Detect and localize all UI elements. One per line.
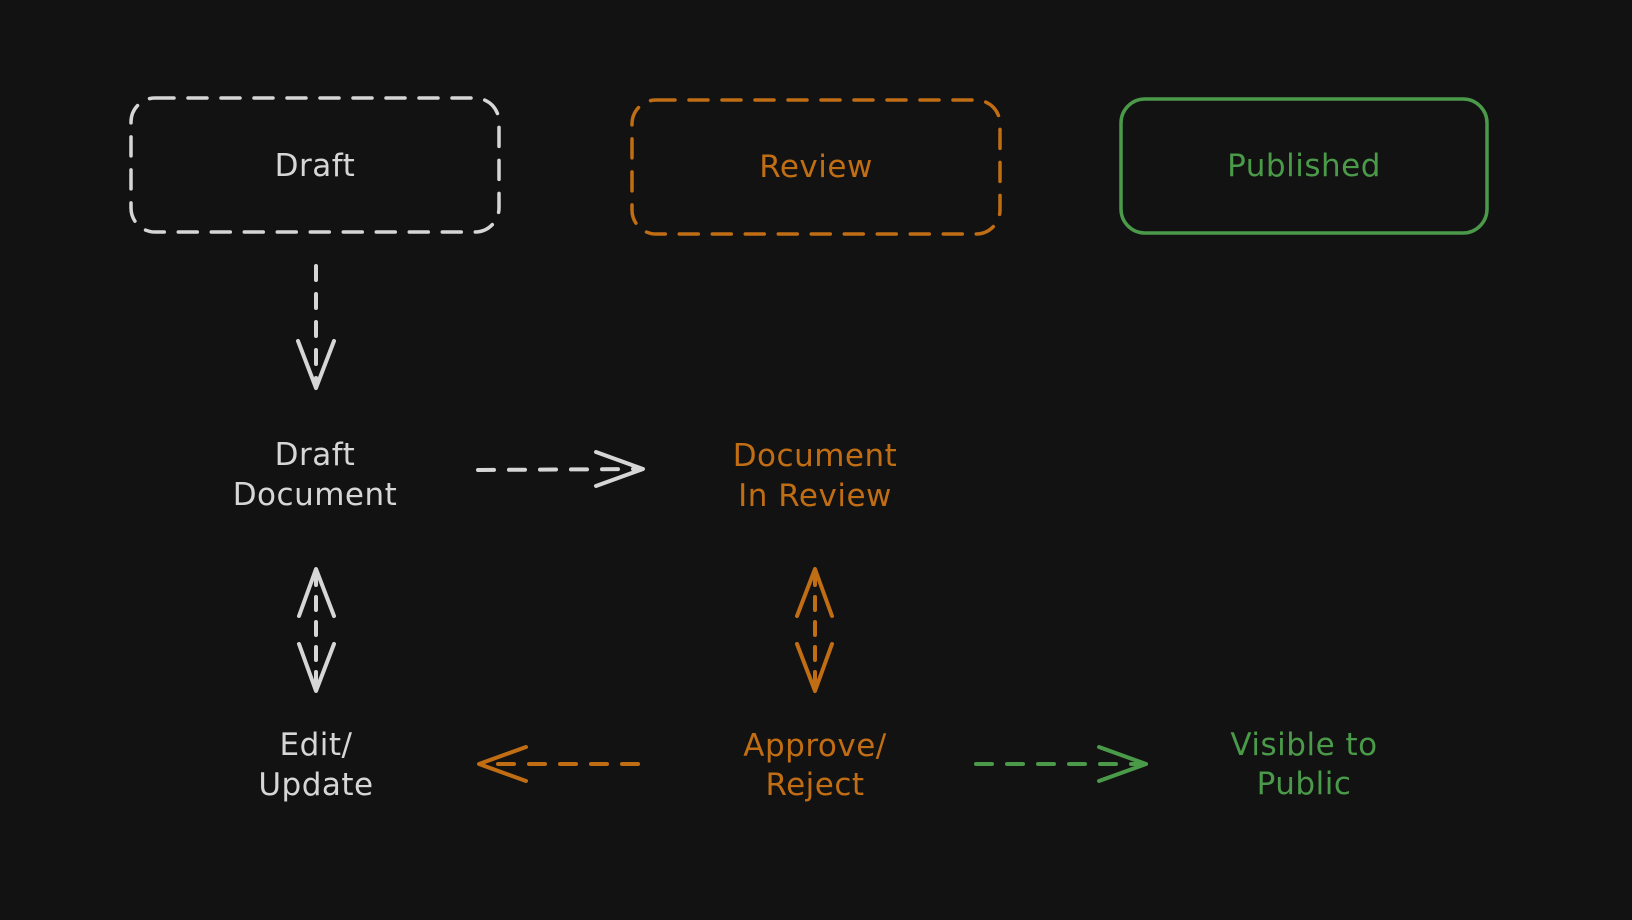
node-edit-update-line2: Update xyxy=(258,767,373,803)
node-approve-reject-line1: Approve/ xyxy=(743,728,887,764)
node-document-in-review-line2: In Review xyxy=(738,478,892,514)
stage-review-label: Review xyxy=(759,149,873,185)
node-visible-to-public-line1: Visible to xyxy=(1230,727,1377,763)
node-draft-document[interactable]: Draft Document xyxy=(233,437,398,513)
node-document-in-review[interactable]: Document In Review xyxy=(733,438,898,514)
stage-published-box xyxy=(1119,97,1489,235)
stage-published-label: Published xyxy=(1227,148,1381,184)
node-edit-update-line1: Edit/ xyxy=(280,727,353,763)
node-visible-to-public[interactable]: Visible to Public xyxy=(1230,727,1377,802)
stage-review-box xyxy=(630,98,1002,236)
arrow-approve-reject-to-public xyxy=(974,745,1148,783)
stage-draft-label: Draft xyxy=(275,148,356,184)
arrow-draft-to-draft-document xyxy=(296,264,336,390)
node-edit-update[interactable]: Edit/ Update xyxy=(258,727,373,803)
stage-review[interactable]: Review xyxy=(630,98,1002,236)
stage-published[interactable]: Published xyxy=(1119,97,1489,235)
arrow-draft-document-to-review xyxy=(476,450,645,488)
node-document-in-review-line1: Document xyxy=(733,438,898,474)
node-approve-reject[interactable]: Approve/ Reject xyxy=(743,728,887,803)
arrow-review-approve-reject xyxy=(795,567,834,693)
node-visible-to-public-line2: Public xyxy=(1257,766,1352,802)
stage-draft-box xyxy=(129,96,501,234)
node-approve-reject-line2: Reject xyxy=(765,767,864,803)
arrow-approve-reject-to-edit-update xyxy=(477,745,640,783)
arrow-draft-document-edit-update xyxy=(297,567,336,693)
stage-draft[interactable]: Draft xyxy=(129,96,501,234)
node-draft-document-line2: Document xyxy=(233,477,398,513)
node-draft-document-line1: Draft xyxy=(275,437,356,473)
